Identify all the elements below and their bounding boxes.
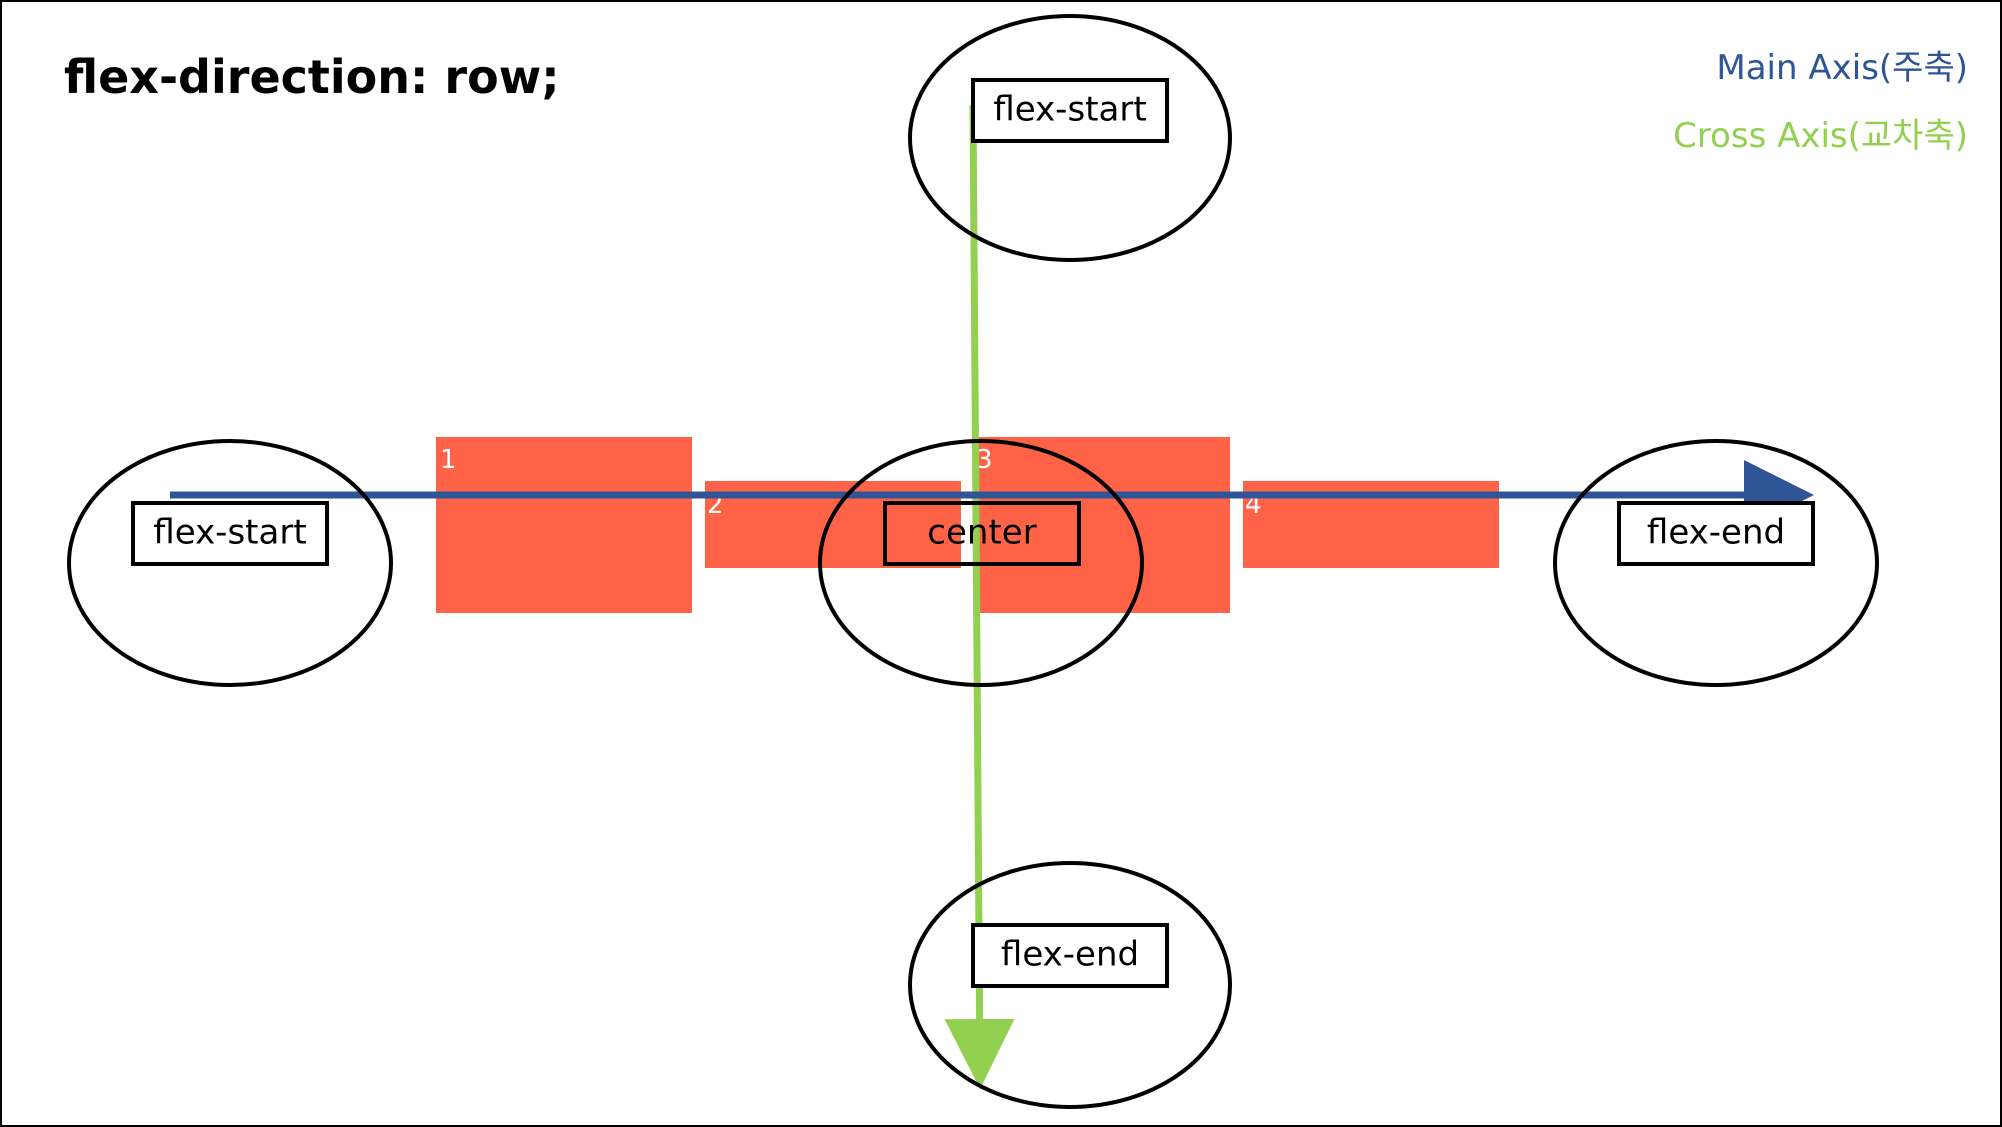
main-end-label-box [1617, 501, 1815, 566]
cross-end-label-box [971, 923, 1169, 988]
legend-main-axis: Main Axis(주축) [1716, 48, 1968, 88]
flex-item-1 [436, 437, 692, 613]
cross-start-label: flex-start [993, 90, 1146, 130]
flex-item-3 [974, 437, 1230, 613]
main-start-label-box [131, 501, 329, 566]
legend-cross-axis: Cross Axis(교차축) [1673, 116, 1968, 156]
main-start-label: flex-start [153, 513, 306, 553]
main-center-label: center [927, 513, 1036, 553]
flex-item-1-label: 1 [440, 445, 457, 475]
cross-end-ellipse [908, 861, 1232, 1109]
main-end-label: flex-end [1647, 513, 1785, 553]
cross-axis-line [944, 104, 1015, 1089]
flex-item-3-label: 3 [976, 445, 993, 475]
cross-start-label-box [971, 78, 1169, 143]
cross-end-label: flex-end [1001, 935, 1139, 975]
main-end-ellipse [1553, 439, 1879, 687]
diagram-title: flex-direction: row; [64, 50, 560, 104]
main-start-ellipse [67, 439, 393, 687]
main-center-ellipse [818, 439, 1144, 687]
main-center-label-box [883, 501, 1081, 566]
cross-start-ellipse [908, 14, 1232, 262]
